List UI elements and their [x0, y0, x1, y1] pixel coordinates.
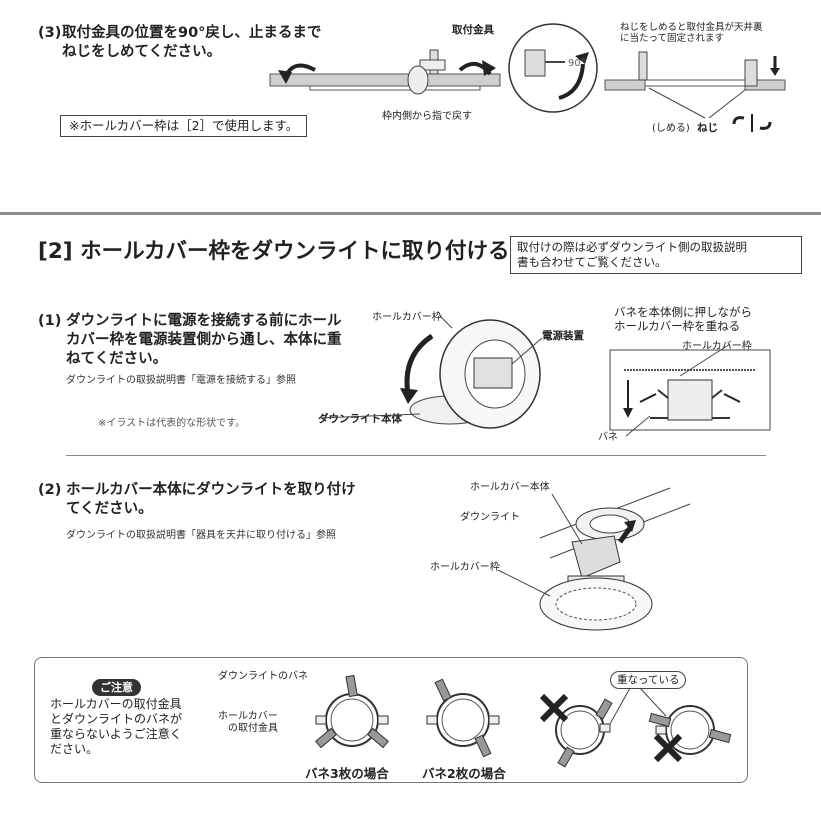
side-note-line1: 取付けの際は必ずダウンライト側の取扱説明	[517, 240, 747, 254]
step3-zoom-circle	[508, 23, 598, 113]
step1-number: (1)	[38, 313, 62, 329]
side-note-line2: 書も合わせてご覧ください。	[517, 255, 667, 269]
step2-label-cover-body: ホールカバー本体	[470, 482, 550, 493]
step1-text-line2: カバー枠を電源装置側から通し、本体に重	[66, 332, 342, 348]
step2-reference: ダウンライトの取扱説明書「器具を天井に取り付ける」参照	[66, 530, 336, 541]
ring-three-springs-diagram	[315, 674, 389, 749]
caution-text-line4: ださい。	[50, 742, 99, 756]
step1-fig2-label-frame: ホールカバー枠	[682, 341, 752, 352]
step2-text-line2: てください。	[66, 501, 153, 517]
step-divider	[66, 455, 766, 456]
step3-angle: 90°	[568, 58, 586, 69]
step1-fig2-caption-line2: ホールカバー枠を重ねる	[614, 319, 741, 333]
step3-fig2-note-line2: に当たって固定されます	[620, 33, 725, 44]
caution-text-line2: とダウンライトのバネが	[50, 712, 183, 726]
section2-side-note: 取付けの際は必ずダウンライト側の取扱説明 書も合わせてご覧ください。	[510, 236, 802, 274]
caution-text-line3: 重ならないようご注意く	[50, 727, 182, 741]
step3-fig2-illustration	[604, 51, 786, 119]
step2-number: (2)	[38, 482, 62, 498]
step2-text-line1: ホールカバー本体にダウンライトを取り付け	[66, 482, 356, 498]
step1-frame-illustration	[319, 315, 543, 429]
caution-badge: ご注意	[92, 679, 141, 696]
caution-text: ホールカバーの取付金具 とダウンライトのバネが 重ならないようご注意く ださい。	[50, 697, 182, 757]
step3-fig2-note-line1: ねじをしめると取付金具が天井裏	[620, 22, 763, 33]
caution-panel	[34, 657, 748, 783]
step3-label-bracket: 取付金具	[452, 24, 494, 36]
caution-text-line1: ホールカバーの取付金具	[50, 697, 182, 711]
step1-fig2-caption-line1: バネを本体側に押しながら	[614, 305, 752, 319]
step3-label-screw: ねじ	[697, 122, 718, 134]
caption-three-springs: バネ3枚の場合	[305, 766, 389, 781]
step3-number: (3)	[38, 25, 62, 41]
step2-label-frame: ホールカバー枠	[430, 562, 500, 573]
rotate-arrow-icon	[732, 114, 772, 132]
wrong-x-mark-2-icon	[653, 733, 683, 763]
step3-text-line1: 取付金具の位置を90°戻し、止まるまで	[62, 25, 322, 41]
step1-text-line3: ねてください。	[66, 351, 168, 367]
step2-install-illustration	[497, 487, 691, 631]
caution-label-bracket-line1: ホールカバー	[218, 711, 278, 722]
section-divider	[0, 212, 821, 215]
step1-illustration-note: ※イラストは代表的な形状です。	[98, 418, 246, 429]
speech-pointer-lines	[609, 687, 667, 725]
caution-label-bracket-line2: の取付金具	[228, 723, 278, 734]
step1-label-frame: ホールカバー枠	[372, 312, 442, 323]
step3-ceiling-illustration	[269, 49, 501, 95]
step3-boxed-note: ※ホールカバー枠は［2］で使用します。	[60, 115, 308, 137]
step1-reference: ダウンライトの取扱説明書「電源を接続する」参照	[66, 375, 296, 386]
caption-two-springs: バネ2枚の場合	[422, 766, 506, 781]
step1-label-power: 電源装置	[542, 330, 584, 342]
ring-two-springs-diagram	[426, 678, 500, 758]
step1-fig2-illustration	[609, 343, 771, 437]
section2-heading: [2] ホールカバー枠をダウンライトに取り付ける	[38, 239, 510, 264]
step1-text-line1: ダウンライトに電源を接続する前にホール	[66, 313, 342, 329]
step3-text-line2: ねじをしめてください。	[62, 44, 222, 60]
step3-label-tighten: (しめる)	[652, 123, 690, 134]
step3-label-return: 枠内側から指で戻す	[382, 111, 472, 122]
caution-label-springs: ダウンライトのバネ	[218, 671, 308, 682]
step2-label-downlight: ダウンライト	[460, 512, 520, 523]
wrong-x-mark-1-icon	[539, 693, 569, 723]
overlap-speech-bubble: 重なっている	[610, 671, 687, 689]
step1-fig2-label-spring: バネ	[598, 432, 618, 443]
